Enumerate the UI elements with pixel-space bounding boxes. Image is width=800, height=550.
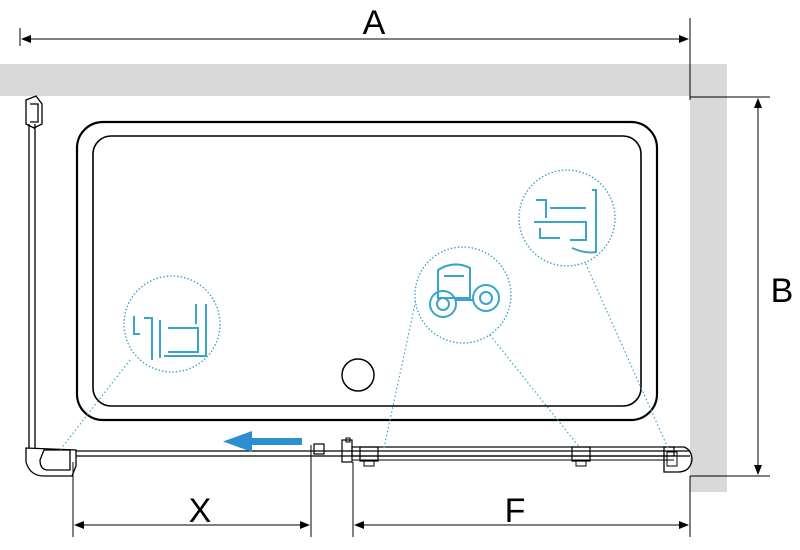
door-roller-left — [359, 446, 379, 462]
tray-inner-edge — [92, 135, 642, 407]
side-panel — [25, 95, 77, 477]
roller-icon — [414, 246, 512, 344]
dimension-x: X — [72, 445, 312, 537]
right-wall — [690, 64, 727, 492]
detail-callout-right — [518, 169, 616, 267]
sliding-door-assembly — [76, 437, 693, 473]
top-wall — [0, 64, 727, 96]
door-handle — [341, 439, 353, 463]
corner-profile — [25, 447, 77, 477]
top-wall-profile — [25, 95, 43, 129]
dimension-x-label: X — [189, 492, 212, 530]
drain-icon — [341, 358, 375, 392]
right-wall-profile — [663, 446, 693, 473]
shower-tray — [75, 120, 659, 422]
dimension-a: A — [19, 4, 691, 100]
dimension-b: B — [690, 96, 794, 477]
door-roller-right — [571, 446, 591, 462]
detail-callout-left — [123, 275, 221, 373]
dimension-f-label: F — [505, 492, 526, 530]
dimension-a-label: A — [363, 4, 386, 42]
dimension-b-label: B — [771, 272, 794, 310]
walls — [0, 64, 727, 492]
tray-outer-edge — [75, 120, 659, 422]
callout-leaders — [59, 259, 669, 451]
arrow-left-icon — [223, 431, 302, 452]
dimension-f: F — [352, 462, 691, 537]
